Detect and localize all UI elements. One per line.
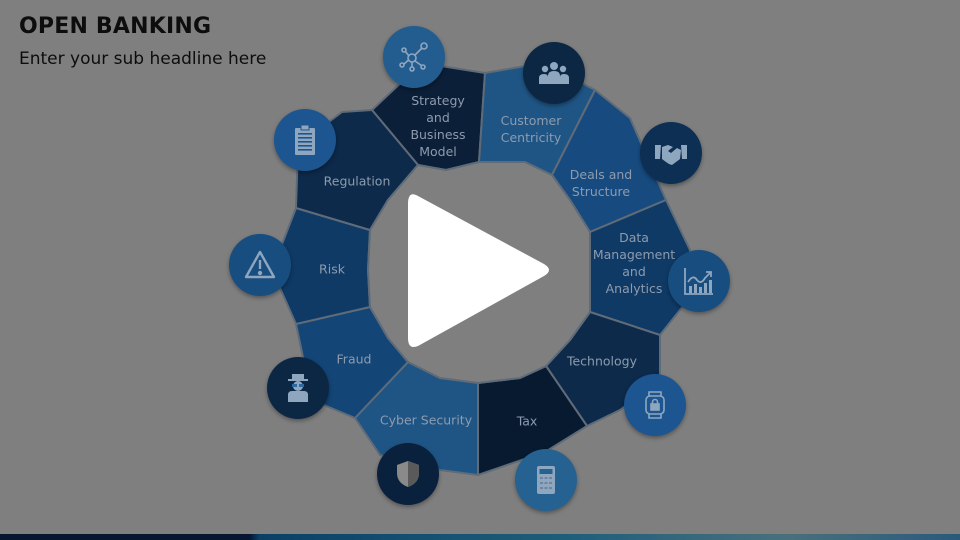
segment-label-risk: Risk — [319, 261, 345, 278]
people-group-icon — [523, 42, 585, 104]
label-line: Deals and — [569, 167, 633, 182]
network-icon — [383, 26, 445, 88]
label-line: and — [622, 264, 646, 279]
label-line: Management — [592, 247, 676, 262]
label-line: Risk — [319, 261, 345, 277]
segment-label-regulation: Regulation — [324, 173, 391, 190]
segment-label-technology: Technology — [567, 353, 637, 370]
segment-label-strategy: Strategy and Business Model — [410, 92, 465, 160]
video-play-button[interactable] — [404, 190, 554, 352]
label-line: Fraud — [336, 351, 372, 367]
label-line: Regulation — [323, 173, 391, 189]
label-line: Cyber Security — [379, 412, 473, 428]
segment-label-data-management: Data Management and Analytics — [593, 229, 675, 297]
label-line: Customer — [500, 113, 562, 128]
segment-label-tax: Tax — [517, 413, 538, 430]
tax-calculator-icon — [515, 449, 577, 511]
label-line: Centricity — [500, 130, 562, 145]
label-line: Analytics — [605, 281, 663, 296]
segment-label-fraud: Fraud — [337, 351, 372, 368]
slide-subtitle: Enter your sub headline here — [19, 49, 267, 69]
handshake-icon — [640, 122, 702, 184]
label-line: Data — [619, 230, 649, 245]
label-line: Structure — [571, 184, 631, 199]
segment-label-cyber-security: Cyber Security — [380, 412, 472, 429]
footer-accent-bar — [0, 534, 960, 540]
label-line: Technology — [566, 353, 638, 369]
play-icon — [408, 194, 549, 347]
shield-icon — [377, 443, 439, 505]
label-line: Model — [419, 144, 457, 159]
segment-label-customer-centricity: Customer Centricity — [501, 112, 562, 146]
label-line: Tax — [516, 413, 538, 429]
chart-growth-icon — [668, 250, 730, 312]
label-line: Business — [410, 127, 466, 142]
warning-triangle-icon — [229, 234, 291, 296]
spy-hacker-icon — [267, 357, 329, 419]
segment-label-deals: Deals and Structure — [570, 166, 632, 200]
label-line: Strategy — [411, 93, 465, 108]
slide-title: OPEN BANKING — [19, 14, 212, 39]
smartwatch-lock-icon — [624, 374, 686, 436]
clipboard-icon — [274, 109, 336, 171]
label-line: and — [426, 110, 450, 125]
